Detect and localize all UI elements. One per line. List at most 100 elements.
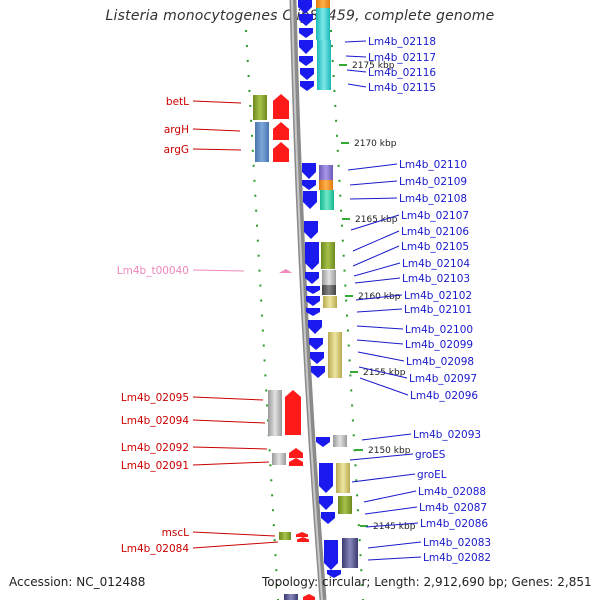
reverse-gene-arrow <box>306 308 320 316</box>
reverse-gene-arrow <box>305 272 319 284</box>
gene-label-connector <box>192 531 276 537</box>
gene-label-connector <box>192 128 241 132</box>
gene-label-connector <box>349 197 398 200</box>
gene-label-connector <box>367 541 422 549</box>
reverse-gene-arrow <box>319 496 333 510</box>
gene-label-connector <box>350 214 400 231</box>
feature-block <box>279 532 291 540</box>
gene-label-connector <box>354 277 401 284</box>
reverse-gene-arrow <box>324 540 338 570</box>
gene-label-connector <box>192 541 279 549</box>
feature-block <box>321 242 335 269</box>
gene-label-left: betL <box>166 96 189 108</box>
accession-text: Accession: NC_012488 <box>9 575 146 589</box>
scale-tick-label: 2150 kbp <box>368 446 411 456</box>
feature-block <box>319 180 333 190</box>
feature-block <box>322 270 336 285</box>
gene-label-connector <box>352 245 400 267</box>
feature-block <box>317 40 331 90</box>
scale-tick-label: 2165 kbp <box>355 215 398 225</box>
scale-tick-label: 2170 kbp <box>354 139 397 149</box>
gene-label-left: Lm4b_02091 <box>121 460 189 472</box>
gene-label-left: Lm4b_02084 <box>121 543 189 555</box>
gene-label-connector <box>364 506 418 515</box>
gene-label-right: Lm4b_02101 <box>404 304 472 316</box>
feature-block <box>316 0 330 8</box>
feature-block <box>319 165 333 180</box>
reverse-gene-arrow <box>316 437 330 447</box>
gene-label-connector <box>192 100 242 104</box>
gene-label-connector <box>192 446 268 450</box>
reverse-gene-arrow <box>319 463 333 493</box>
feature-block <box>328 332 342 378</box>
gene-label-connector <box>344 40 367 43</box>
reverse-gene-arrow <box>308 320 322 334</box>
gene-label-connector <box>345 55 367 58</box>
feature-blocks <box>253 0 358 600</box>
feature-block <box>253 95 267 120</box>
gene-label-right: Lm4b_02098 <box>406 356 474 368</box>
gene-label-connector <box>192 461 270 466</box>
reverse-gene-arrow <box>310 352 324 364</box>
gene-label-right: Lm4b_02099 <box>405 339 473 351</box>
feature-block <box>272 453 286 465</box>
feature-block <box>268 390 282 436</box>
gene-label-left: Lm4b_02094 <box>121 415 189 427</box>
gene-label-right: Lm4b_02105 <box>401 241 469 253</box>
gene-label-connector <box>352 230 400 252</box>
gene-label-right: Lm4b_02086 <box>420 518 488 530</box>
reverse-gene-arrow <box>302 163 316 179</box>
feature-block <box>316 8 330 40</box>
gene-label-right: Lm4b_02097 <box>409 373 477 385</box>
gene-label-right: Lm4b_02082 <box>423 552 491 564</box>
forward-gene-arrow <box>297 537 309 542</box>
gene-label-connector <box>192 269 245 272</box>
reverse-gene-arrow <box>299 28 313 38</box>
reverse-gene-arrow <box>300 68 314 80</box>
gene-label-connector <box>356 339 404 345</box>
feature-block <box>333 435 347 447</box>
gene-label-right: Lm4b_02110 <box>399 159 467 171</box>
gene-label-right: Lm4b_02117 <box>368 52 436 64</box>
reverse-gene-arrow <box>299 14 313 26</box>
gene-label-right: Lm4b_02115 <box>368 82 436 94</box>
forward-gene-arrow <box>289 448 303 458</box>
gene-label-left: mscL <box>162 527 189 539</box>
gene-label-connector <box>358 366 408 379</box>
gene-label-left: Lm4b_t00040 <box>117 265 189 277</box>
reverse-gene-arrow <box>311 366 325 378</box>
gene-label-connector <box>347 163 398 171</box>
forward-gene-arrow <box>273 142 289 162</box>
reverse-gene-arrow <box>299 40 313 54</box>
gene-label-right: Lm4b_02102 <box>404 290 472 302</box>
gene-label-connector <box>367 556 422 561</box>
feature-block <box>323 296 337 308</box>
reverse-gene-arrow <box>327 570 341 578</box>
gene-label-connector <box>351 473 416 483</box>
gene-label-right: Lm4b_02096 <box>410 390 478 402</box>
gene-label-connector <box>349 453 414 461</box>
reverse-gene-arrow <box>306 296 320 306</box>
gene-label-connector <box>346 69 367 73</box>
gene-label-right: Lm4b_02088 <box>418 486 486 498</box>
forward-gene-arrow <box>289 458 303 466</box>
gene-label-connector <box>355 294 403 301</box>
gene-label-right: Lm4b_02108 <box>399 193 467 205</box>
chromosome-backbone-highlight <box>291 0 323 600</box>
gene-label-right: Lm4b_02106 <box>401 226 469 238</box>
gene-label-connector <box>347 83 367 88</box>
feature-block <box>336 463 350 493</box>
gene-label-connector <box>363 490 417 503</box>
gene-label-right: Lm4b_02116 <box>368 67 436 79</box>
reverse-gene-arrow <box>321 512 335 524</box>
gene-label-right: Lm4b_02107 <box>401 210 469 222</box>
forward-gene-arrow <box>273 94 289 119</box>
reverse-gene-arrow <box>306 286 320 294</box>
gene-label-connector <box>353 262 401 277</box>
gene-label-left: argG <box>164 144 189 156</box>
gene-label-connector <box>349 180 398 186</box>
gene-label-connector <box>356 325 404 330</box>
reverse-gene-arrow <box>302 180 316 190</box>
reverse-gene-arrow <box>303 191 317 209</box>
gene-label-left: argH <box>164 124 189 136</box>
